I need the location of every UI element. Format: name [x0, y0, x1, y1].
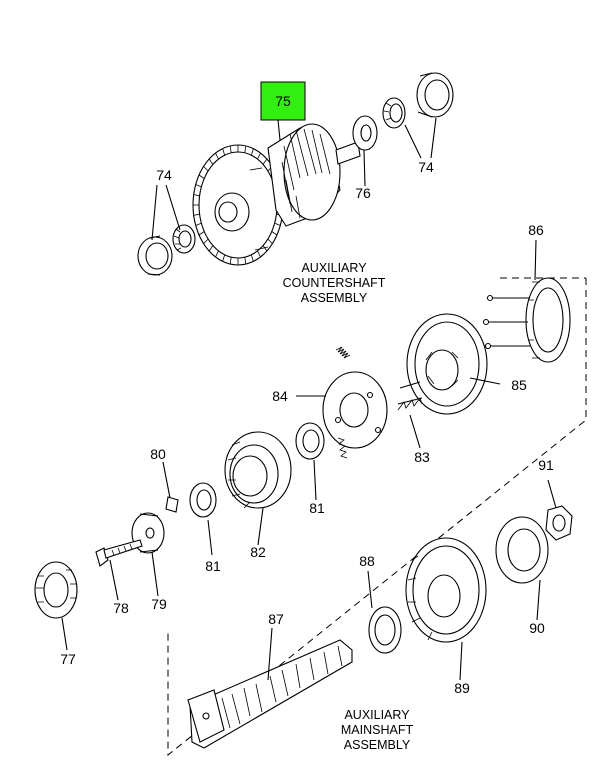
callouts: 74 76 74 86 85 84 83 81 80 81 82 79 78 7…	[60, 159, 554, 696]
bolt-78	[95, 539, 143, 567]
mainshaft-label-line-3: ASSEMBLY	[344, 738, 411, 752]
callout-90: 90	[529, 620, 545, 636]
mainshaft-label-line-1: AUXILIARY	[344, 708, 410, 722]
bearing-cup-right	[416, 72, 454, 118]
callout-91: 91	[538, 457, 554, 473]
callout-79: 79	[151, 596, 167, 612]
callout-81-lower: 81	[205, 558, 221, 574]
sliding-clutch-84	[322, 346, 423, 459]
mainshaft-label: AUXILIARY MAINSHAFT ASSEMBLY	[341, 708, 414, 752]
callout-81-upper: 81	[309, 500, 325, 516]
bearing-77	[34, 561, 78, 619]
callout-86: 86	[528, 222, 544, 238]
callout-76: 76	[355, 185, 371, 201]
washer-81-upper	[295, 422, 325, 460]
washer-90	[495, 516, 549, 584]
washer-88	[368, 606, 402, 654]
callout-85: 85	[511, 377, 527, 393]
callout-74-right: 74	[418, 159, 434, 175]
bearing-cone-right	[382, 97, 406, 129]
countershaft-label-line-1: AUXILIARY	[301, 261, 367, 275]
leader-lines	[61, 117, 557, 681]
mainshaft-assembly	[34, 277, 587, 757]
gear-89	[405, 537, 487, 643]
countershaft-helical-gear	[267, 123, 361, 227]
callout-80: 80	[150, 446, 166, 462]
gear-82	[224, 431, 292, 509]
spacer-76	[352, 115, 378, 151]
bearing-cup-left	[137, 235, 173, 276]
callout-88: 88	[359, 553, 375, 569]
highlight-box[interactable]	[260, 81, 306, 121]
callout-87: 87	[268, 611, 284, 627]
pin-80	[165, 496, 179, 513]
mainshaft-87	[187, 639, 353, 749]
callout-84: 84	[272, 388, 288, 404]
washer-81-lower	[189, 482, 217, 518]
mainshaft-label-line-2: MAINSHAFT	[341, 723, 414, 737]
synchro-ring-86	[482, 277, 571, 363]
callout-74-left: 74	[156, 167, 172, 183]
countershaft-large-gear	[192, 144, 284, 266]
countershaft-label-line-2: COUNTERSHAFT	[283, 276, 386, 290]
synchronizer-85	[406, 313, 488, 415]
callout-78: 78	[113, 600, 129, 616]
callout-89: 89	[454, 680, 470, 696]
callout-83: 83	[414, 449, 430, 465]
callout-77: 77	[60, 651, 76, 667]
countershaft-label: AUXILIARY COUNTERSHAFT ASSEMBLY	[283, 261, 386, 305]
countershaft-assembly	[137, 72, 454, 276]
nut-91	[545, 505, 573, 541]
callout-75: 75	[275, 93, 291, 109]
bearing-cone-left	[172, 224, 196, 254]
countershaft-label-line-3: ASSEMBLY	[301, 291, 368, 305]
callout-82: 82	[250, 544, 266, 560]
